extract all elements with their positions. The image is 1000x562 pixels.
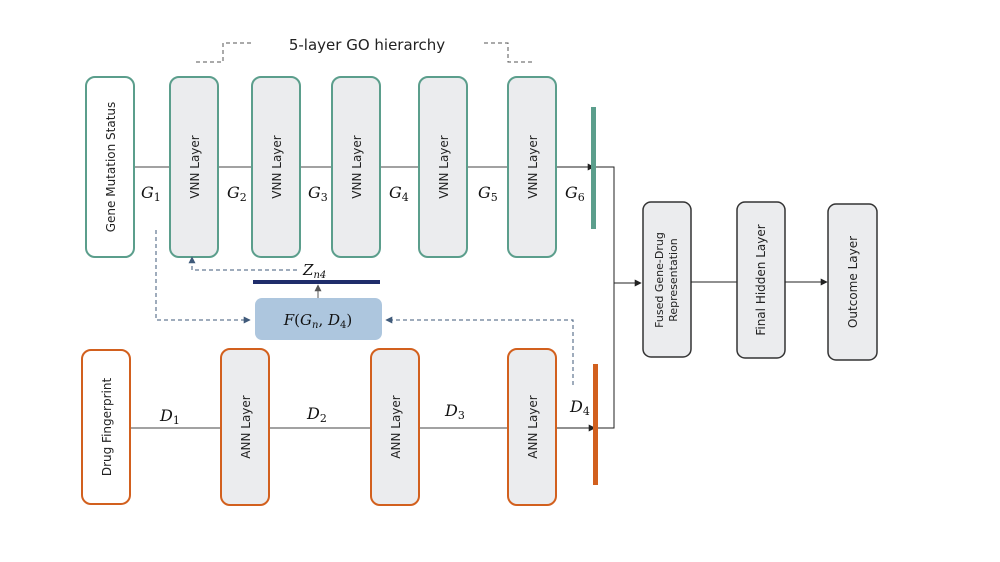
gene-edge-label: G3	[308, 183, 328, 204]
gene-edge-label: G5	[478, 183, 498, 204]
drug-edge-label: D3	[444, 401, 465, 422]
vnn-layer-block: VNN Layer	[331, 76, 381, 258]
vnn-layer-block: VNN Layer	[507, 76, 557, 258]
vnn-layer-label: VNN Layer	[526, 135, 540, 199]
gene-mutation-label: Gene Mutation Status	[104, 102, 118, 233]
fusion-arg1: G	[300, 311, 312, 329]
gene-edge-label: G4	[389, 183, 409, 204]
go-bracket-right	[484, 42, 533, 63]
vnn-layer-block: VNN Layer	[169, 76, 219, 258]
gene-edge-label: G1	[141, 183, 161, 204]
fused-label-line1: Fused Gene-Drug	[653, 232, 666, 328]
vnn-layer-label: VNN Layer	[188, 135, 202, 199]
outcome-layer-block: Outcome Layer	[827, 203, 878, 361]
go-bracket-left	[196, 42, 252, 63]
final-hidden-layer-block: Final Hidden Layer	[736, 201, 786, 359]
svg-text:Fused Gene-Drug: Fused Gene-Drug	[653, 232, 666, 328]
fusion-arg2: D	[327, 311, 340, 329]
fused-representation-block: Fused Gene-Drug Representation	[642, 201, 692, 358]
z-embedding-bar	[253, 280, 380, 284]
fused-label-line2: Representation	[667, 238, 680, 322]
outcome-label: Outcome Layer	[846, 236, 860, 328]
drug-embedding-bar	[593, 364, 598, 485]
ann-layer-label: ANN Layer	[389, 395, 403, 459]
gene-to-fused-connector	[596, 166, 615, 429]
ann-layer-label: ANN Layer	[526, 395, 540, 459]
drug-fingerprint-input: Drug Fingerprint	[81, 349, 131, 505]
fusion-func: F	[283, 311, 295, 329]
gene-embedding-bar	[591, 107, 596, 229]
ann-layer-block: ANN Layer	[370, 348, 420, 506]
vnn-layer-block: VNN Layer	[418, 76, 468, 258]
final-hidden-label: Final Hidden Layer	[754, 224, 768, 335]
vnn-layer-block: VNN Layer	[251, 76, 301, 258]
gene-edge-label: G6	[565, 183, 585, 204]
drug-edge-label: D1	[159, 406, 180, 427]
svg-text:Representation: Representation	[667, 238, 680, 322]
drug-edge-label: D2	[306, 404, 327, 425]
vnn-layer-label: VNN Layer	[270, 135, 284, 199]
fusion-function-block: F(Gn, D4)	[255, 298, 382, 340]
z-to-vnn-dashed	[188, 256, 297, 271]
d4-to-fusion-dashed	[385, 316, 574, 385]
go-hierarchy-title: 5-layer GO hierarchy	[289, 36, 445, 54]
vnn-layer-label: VNN Layer	[437, 135, 451, 199]
gene-edge-label: G2	[227, 183, 247, 204]
ann-layer-block: ANN Layer	[507, 348, 557, 506]
ann-layer-block: ANN Layer	[220, 348, 270, 506]
ann-layer-label: ANN Layer	[239, 395, 253, 459]
z-label: Zn4	[302, 261, 326, 281]
svg-text:F(Gn, D4): F(Gn, D4)	[283, 311, 353, 331]
vnn-layer-label: VNN Layer	[350, 135, 364, 199]
g1-to-fusion-dashed	[155, 230, 251, 324]
drug-fingerprint-label: Drug Fingerprint	[100, 378, 114, 477]
drug-edge-label: D4	[569, 397, 590, 418]
gene-mutation-input: Gene Mutation Status	[85, 76, 135, 258]
